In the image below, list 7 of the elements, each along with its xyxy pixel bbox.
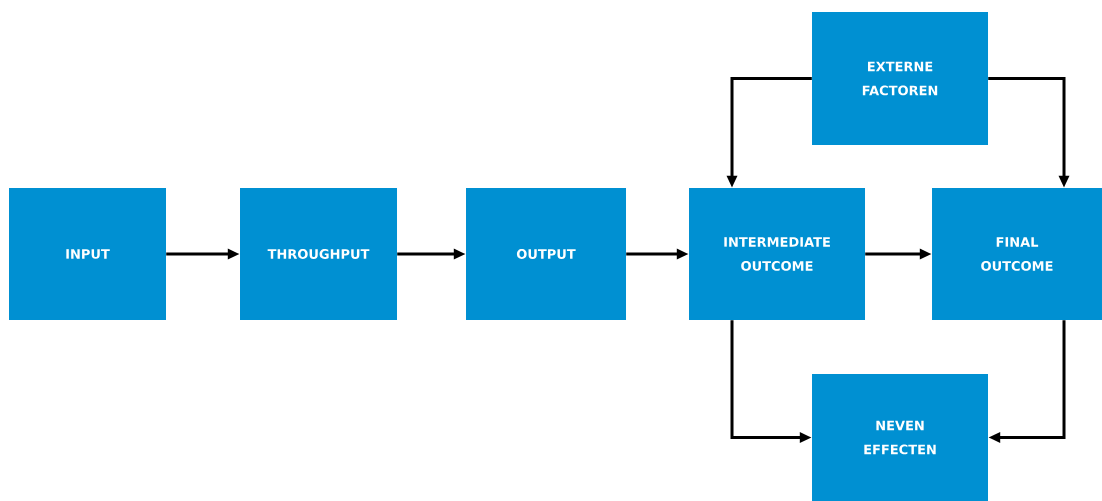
process-box: FINAL OUTCOME [932, 188, 1102, 320]
process-box: NEVEN EFFECTEN [812, 374, 988, 501]
process-box: OUTPUT [466, 188, 626, 320]
process-box: INPUT [9, 188, 166, 320]
process-box: EXTERNE FACTOREN [812, 12, 988, 145]
process-box: INTERMEDIATE OUTCOME [689, 188, 865, 320]
process-box: THROUGHPUT [240, 188, 397, 320]
